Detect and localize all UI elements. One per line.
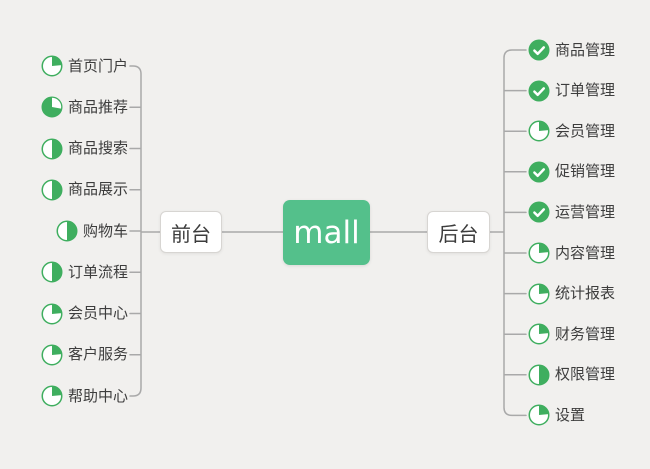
right-node-item[interactable]: 统计报表 [528,283,615,305]
progress-25-icon [528,120,550,142]
left-node-item[interactable]: 商品搜索 [41,138,128,160]
node-item-label: 订单流程 [67,262,128,281]
progress-50-icon [41,138,63,159]
node-item-label: 商品管理 [555,40,616,59]
progress-25-icon [41,385,63,407]
node-item-label: 促销管理 [555,162,616,181]
frontend-topic-label: 前台 [171,221,211,246]
progress-25-icon [41,55,63,77]
progress-done-icon [528,201,550,223]
progress-25-icon [41,303,63,324]
progress-50-icon [41,179,63,201]
check-mark [533,167,546,177]
progress-25-icon [528,323,550,345]
left-node-item[interactable]: 商品展示 [41,179,128,201]
right-node-item[interactable]: 权限管理 [528,364,615,386]
progress-50-icon [41,261,63,283]
node-item-label: 帮助中心 [67,386,128,405]
check-mark [533,46,546,56]
node-item-label: 商品推荐 [67,97,128,116]
right-node-item[interactable]: 财务管理 [528,323,615,345]
backend-topic-label: 后台 [438,221,479,246]
node-item-label: 权限管理 [555,365,616,384]
central-topic-node[interactable]: mall [283,200,370,265]
node-item-label: 商品搜索 [67,139,128,157]
left-node-item[interactable]: 会员中心 [41,303,128,325]
right-node-item[interactable]: 运营管理 [528,201,615,223]
right-node-item[interactable]: 促销管理 [528,161,615,183]
node-item-label: 客户服务 [67,345,128,364]
node-item-label: 内容管理 [555,243,616,262]
left-node-item[interactable]: 客户服务 [41,344,128,366]
progress-25-icon [528,283,550,305]
progress-25-icon [528,404,550,426]
right-node-item[interactable]: 会员管理 [528,120,615,142]
left-node-item[interactable]: 订单流程 [41,261,128,283]
node-item-label: 订单管理 [555,81,616,100]
progress-50-icon [528,364,550,386]
left-node-item[interactable]: 帮助中心 [41,385,128,407]
frontend-topic-node[interactable]: 前台 [160,211,222,253]
left-node-item[interactable]: 首页门户 [41,55,128,77]
progress-done-icon [528,39,550,61]
node-item-label: 财务管理 [555,324,616,343]
node-item-label: 设置 [555,405,586,424]
progress-75-icon [41,96,63,118]
right-node-item[interactable]: 内容管理 [528,242,615,264]
right-node-item[interactable]: 设置 [528,404,585,426]
node-item-label: 商品展示 [67,180,128,199]
left-node-item[interactable]: 购物车 [56,220,128,242]
node-item-label: 首页门户 [67,56,128,75]
node-item-label: 会员管理 [555,121,616,140]
right-node-item[interactable]: 商品管理 [528,39,615,61]
node-item-label: 会员中心 [67,304,128,322]
progress-50-icon [56,220,78,242]
progress-25-icon [528,242,550,264]
check-mark [533,208,546,218]
node-item-label: 购物车 [82,221,128,240]
right-node-item[interactable]: 订单管理 [528,80,615,102]
check-mark [533,86,546,96]
progress-done-icon [528,80,550,102]
left-node-item[interactable]: 商品推荐 [41,96,128,118]
progress-done-icon [528,161,550,183]
progress-25-icon [41,344,63,366]
central-topic-label: mall [293,214,360,251]
backend-topic-node[interactable]: 后台 [427,211,490,253]
node-item-label: 运营管理 [555,202,616,221]
node-item-label: 统计报表 [555,284,616,303]
